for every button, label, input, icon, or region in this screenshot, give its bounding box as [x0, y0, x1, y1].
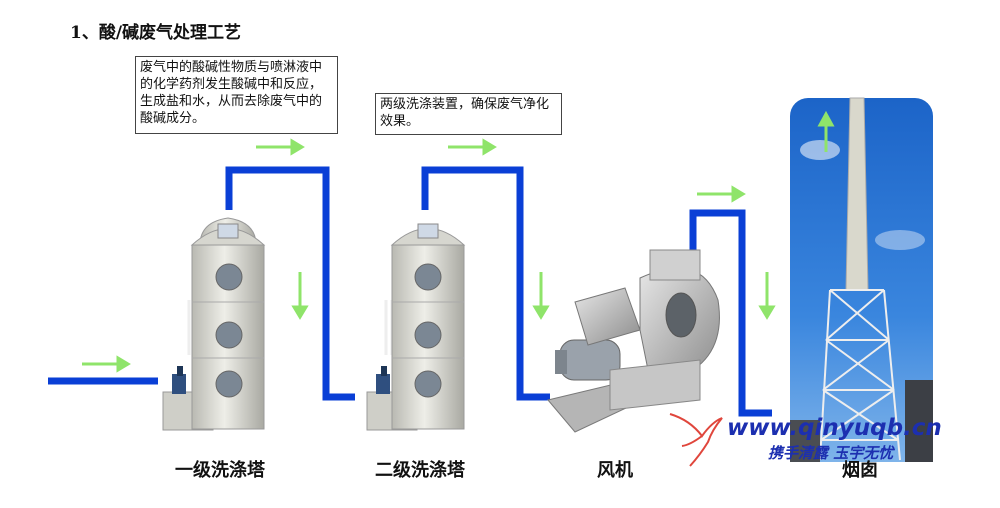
arrow-down-icon	[291, 272, 309, 320]
chimney-label: 烟囱	[842, 460, 878, 481]
arrow-down-icon	[758, 272, 776, 320]
bird-logo-icon	[669, 413, 723, 467]
duct-tower2-to-fan	[421, 166, 550, 401]
chimney-photo	[790, 97, 933, 462]
scrubber-tower-1	[162, 217, 266, 431]
duct-tower1-to-tower2	[225, 166, 355, 401]
two-stage-note: 两级洗涤装置，确保废气净化效果。	[375, 93, 562, 135]
page-title: 1、酸/碱废气处理工艺	[70, 23, 242, 43]
arrow-right-icon	[82, 355, 131, 373]
arrow-up-icon	[817, 110, 835, 152]
arrow-right-icon	[256, 138, 305, 156]
scrubber-tower-2	[366, 223, 466, 431]
duct-fan-to-chimney	[689, 209, 772, 417]
watermark-url: www.qinyuqb.cn	[727, 415, 942, 441]
tower2-label: 二级洗涤塔	[375, 460, 465, 481]
duct-lines	[48, 166, 772, 417]
arrow-down-icon	[532, 272, 550, 320]
arrow-right-icon	[448, 138, 497, 156]
fan-label: 风机	[597, 460, 633, 481]
watermark-slogan: 携手清露 玉宇无忧	[768, 444, 894, 462]
centrifugal-fan	[547, 249, 720, 433]
tower1-label: 一级洗涤塔	[175, 460, 265, 481]
reaction-note: 废气中的酸碱性物质与喷淋液中的化学药剂发生酸碱中和反应，生成盐和水，从而去除废气…	[135, 56, 338, 134]
flow-arrows	[82, 138, 776, 373]
arrow-right-icon	[697, 185, 746, 203]
